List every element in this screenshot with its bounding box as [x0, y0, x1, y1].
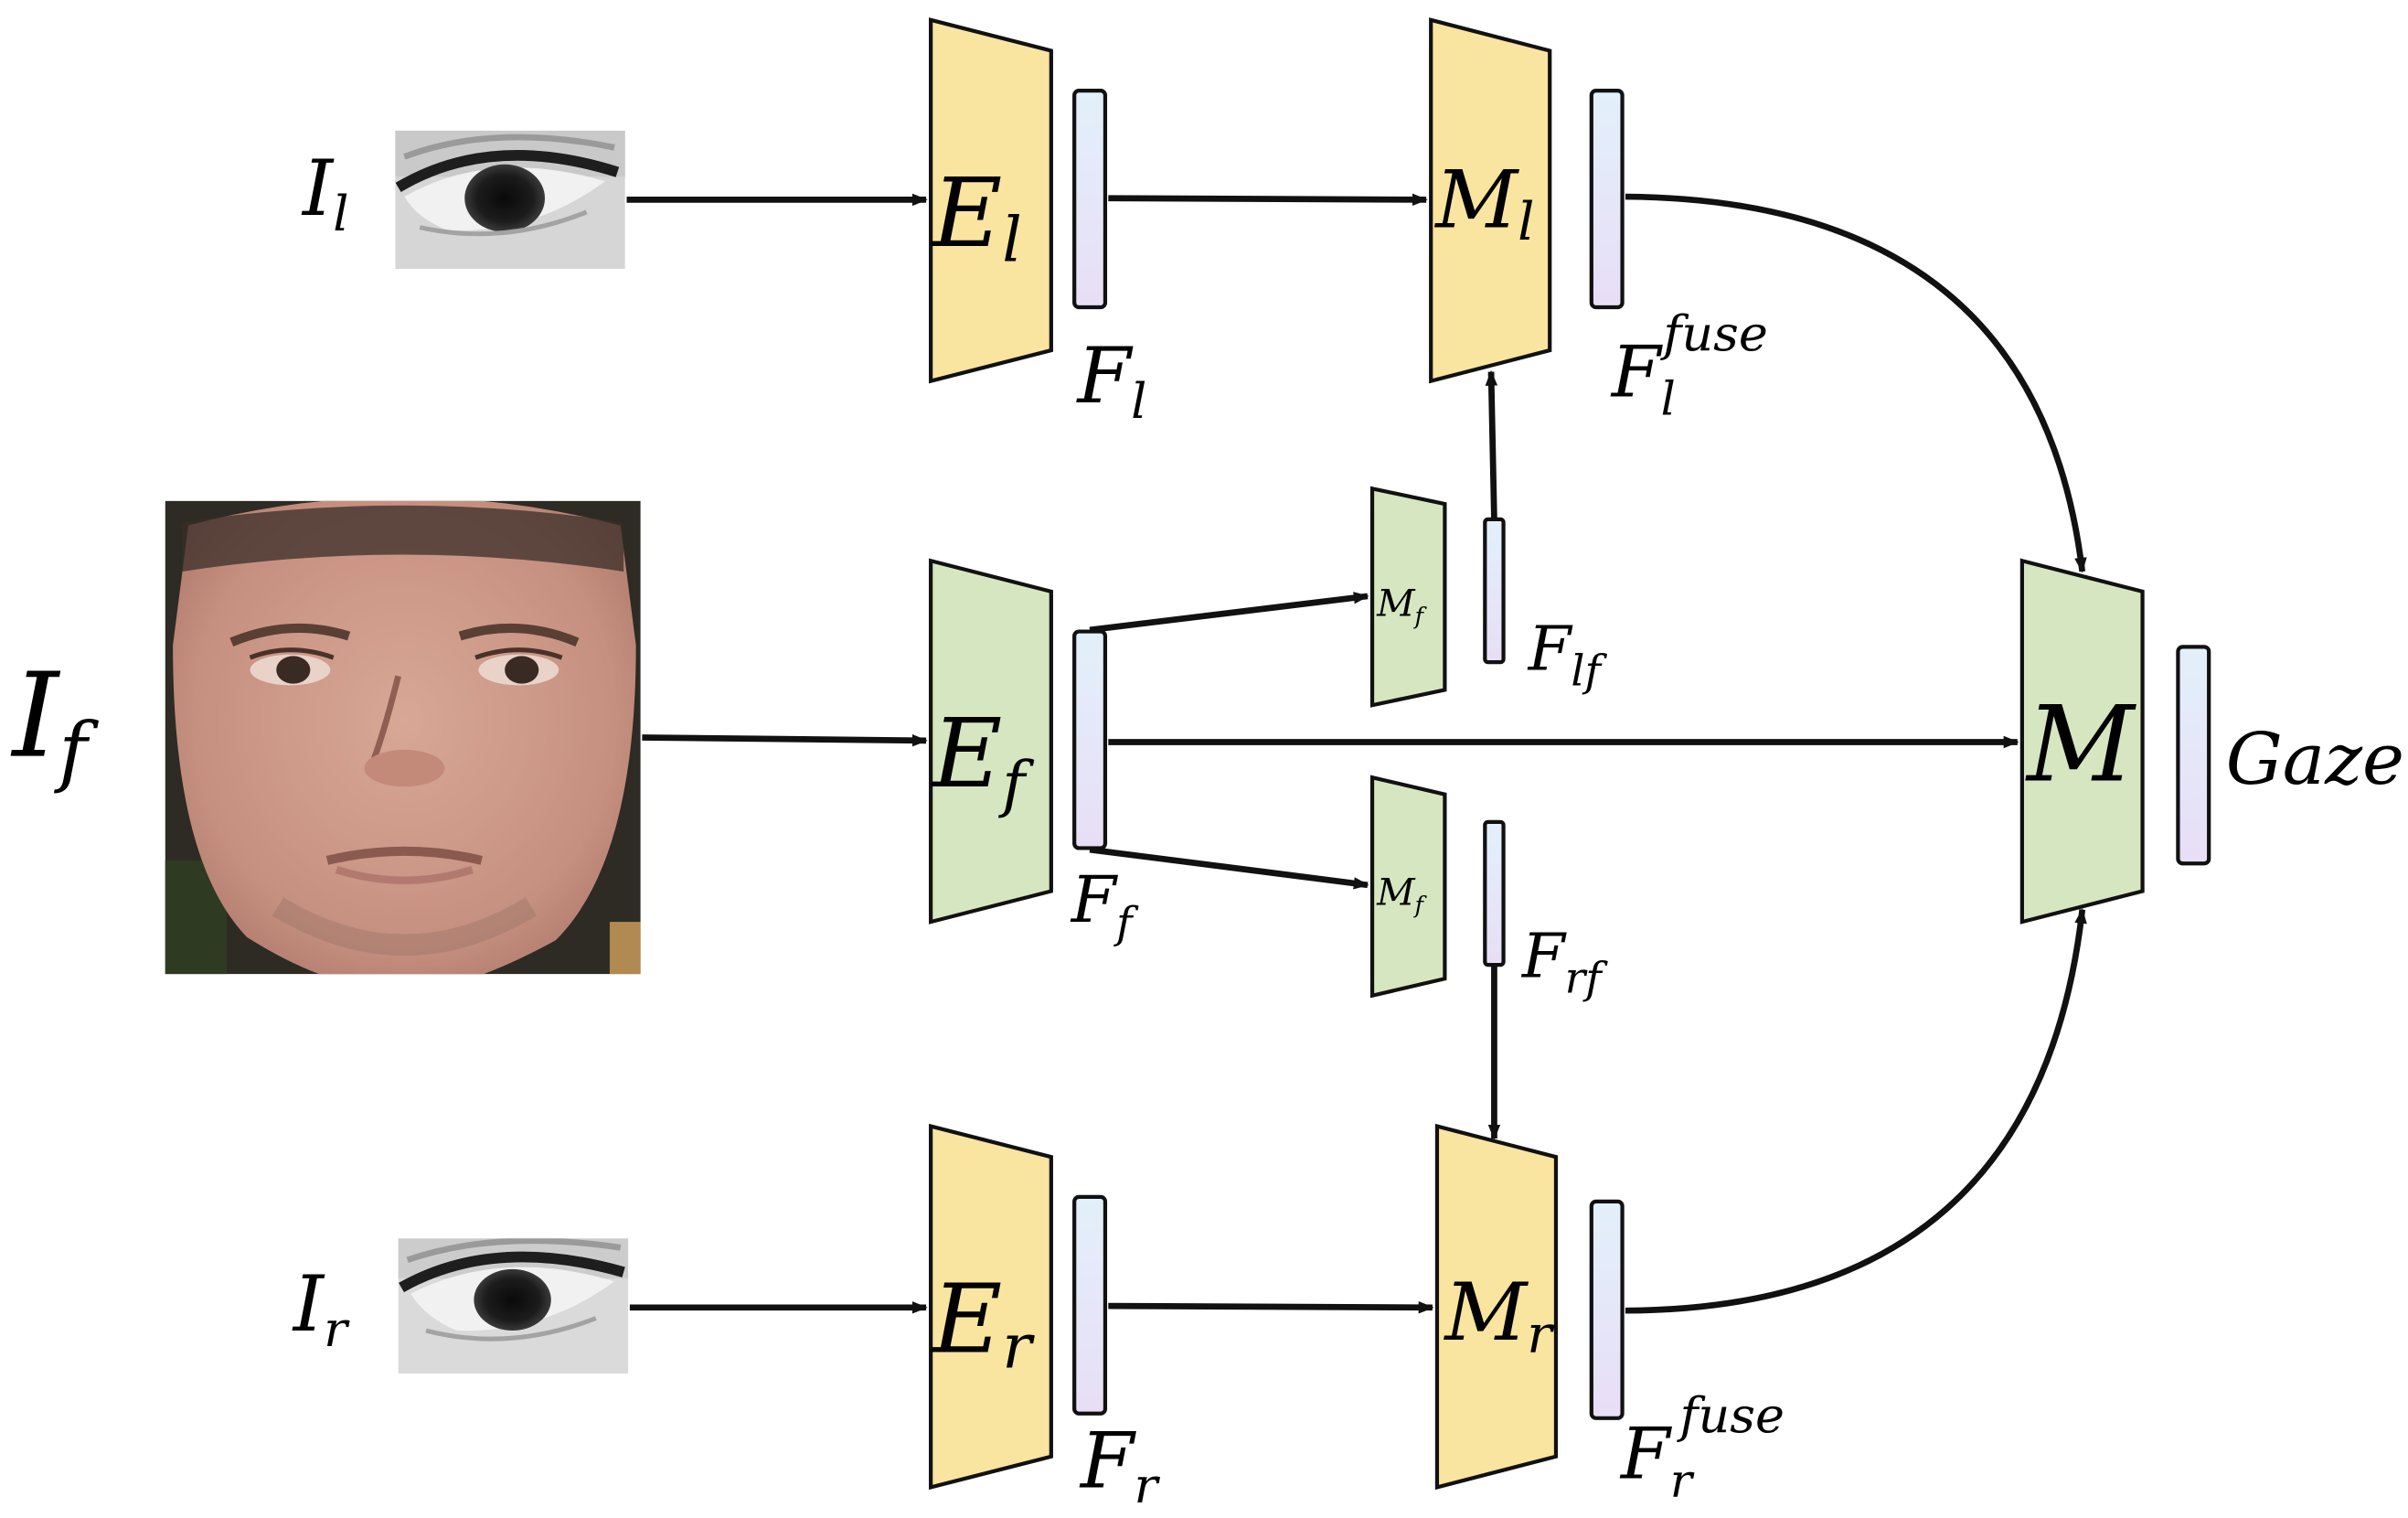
face-encoder: [929, 558, 1053, 925]
left-eye-feature-label: Fl: [1076, 331, 1147, 430]
gaze-regressor-module: [2019, 558, 2145, 925]
right-fusion-module-label: Mr: [1443, 1266, 1555, 1364]
right-face-feature-label: Frf: [1520, 920, 1609, 1004]
right-eye-feature: [1072, 1194, 1108, 1416]
left-face-feature-label: Flf: [1527, 613, 1608, 697]
arrow-lf-to-left-fusion: [1485, 369, 1498, 519]
right-fusion-module: [1434, 1123, 1559, 1491]
arrow-right-feature-to-fusion: [1108, 1301, 1434, 1314]
left-fusion-module-label: Ml: [1433, 154, 1534, 252]
right-fused-feature: [1589, 1199, 1625, 1420]
left-fused-feature-label: Flfuse: [1610, 305, 1768, 425]
gaze-output-label: Gaze: [2226, 719, 2404, 801]
gaze-output-vector: [2176, 645, 2211, 866]
right-eye-encoder: [929, 1123, 1053, 1491]
gaze-regressor-label: M: [2025, 685, 2136, 807]
right-eye-encoder-label: Er: [931, 1264, 1035, 1383]
arrow-left-feature-to-fusion: [1108, 193, 1428, 207]
right-eye-input-label: Ir: [292, 1259, 350, 1358]
arrow-face-feature-to-module-bottom: [1089, 846, 1369, 890]
arrow-face-feature-to-module-top: [1089, 592, 1369, 634]
right-fused-feature-label: Frfuse: [1619, 1386, 1785, 1507]
left-fused-feature: [1589, 89, 1625, 310]
face-module-top: [1369, 486, 1447, 708]
arrow-face-to-encoder: [642, 733, 928, 747]
left-eye-encoder: [929, 17, 1053, 384]
left-eye-encoder-label: El: [931, 157, 1022, 276]
left-fusion-module: [1429, 17, 1552, 384]
left-face-feature: [1483, 517, 1506, 665]
face-input-label: If: [11, 648, 100, 796]
arrow-right-fused-to-regressor: [1625, 907, 2087, 1314]
face-feature: [1072, 629, 1108, 850]
left-eye-feature: [1072, 89, 1108, 310]
right-face-feature: [1483, 819, 1506, 967]
left-eye-photo: [395, 130, 625, 270]
arrow-left-fused-to-regressor: [1625, 193, 2087, 573]
right-eye-feature-label: Fr: [1079, 1416, 1161, 1515]
face-feature-label: Ff: [1070, 861, 1139, 948]
face-photo: [165, 500, 641, 975]
connections: [626, 193, 2087, 1314]
right-eye-photo: [398, 1238, 629, 1374]
face-module-top-label: Mf: [1376, 582, 1428, 629]
left-eye-input-label: Il: [301, 144, 349, 242]
face-module-bottom: [1369, 775, 1447, 999]
